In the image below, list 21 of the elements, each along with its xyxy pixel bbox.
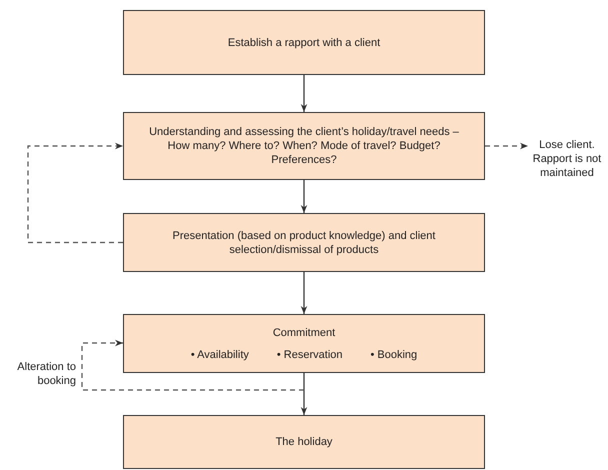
process-box <box>123 314 485 373</box>
dashed-arrow <box>81 340 304 391</box>
arrow <box>300 75 308 112</box>
bullet-item: • Reservation <box>276 348 342 362</box>
process-box <box>123 10 485 75</box>
process-box <box>123 415 485 469</box>
process-box <box>123 112 485 180</box>
bullet-item: • Availability <box>190 348 249 362</box>
arrow <box>300 180 308 213</box>
box-text: Establish a rapport with a client <box>228 36 380 50</box>
dashed-arrow <box>27 142 123 244</box>
box-text: Presentation (based on product knowledge) and client selection/dismissal of products <box>172 228 436 256</box>
box-text: Understanding and assessing the client’s holiday/travel needs – How many? Where to? When? Mode of travel? Budget? Preferences? <box>148 125 460 167</box>
box-text: The holiday <box>276 435 332 449</box>
dashed-arrow <box>485 142 528 150</box>
bullet-item: • Booking <box>370 348 418 362</box>
arrow <box>300 373 308 415</box>
process-box <box>123 213 485 272</box>
arrow <box>300 272 308 314</box>
box-text: Commitment <box>272 326 336 340</box>
outcome-text: Lose client. Rapport is not maintained <box>528 138 606 180</box>
